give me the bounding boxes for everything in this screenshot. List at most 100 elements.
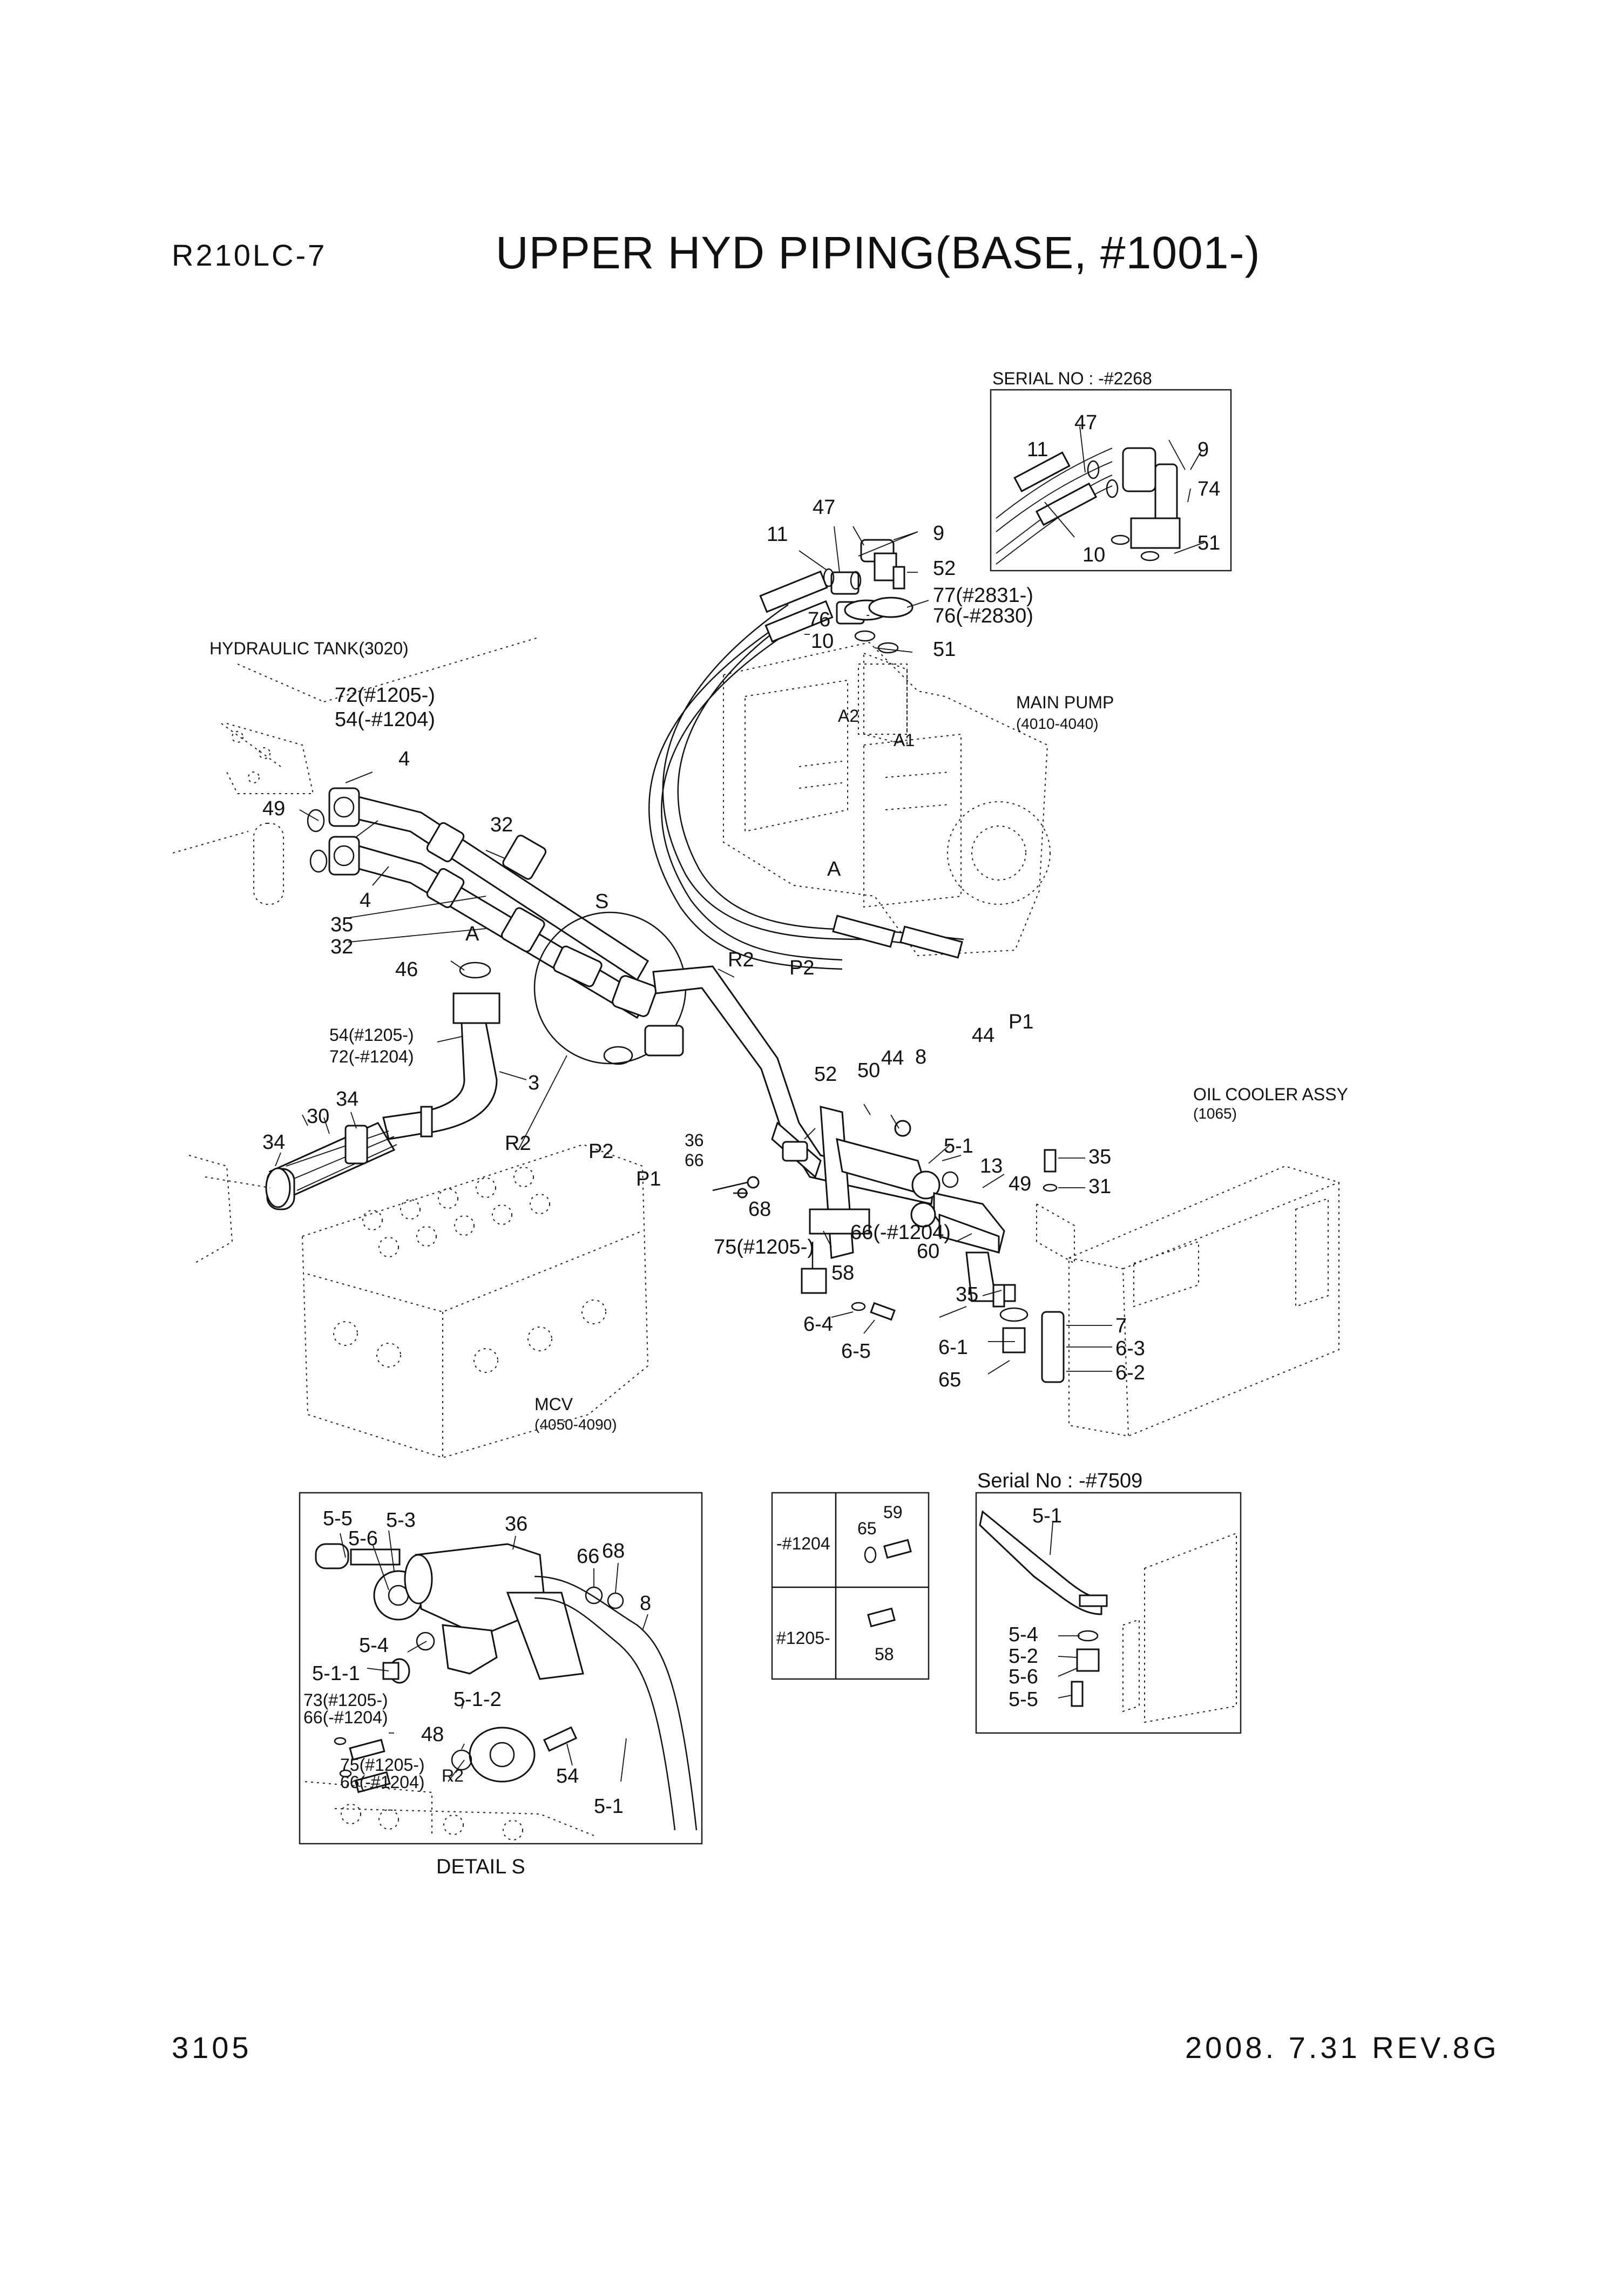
callout-detail-9: 5-1-2	[454, 1688, 502, 1711]
callout-detail-11: 66(-#1204)	[303, 1708, 388, 1727]
callout-main-18: 46	[395, 958, 418, 981]
revision-date: 2008. 7.31 REV.8G	[1185, 2030, 1500, 2064]
callout-main-52: 6-3	[1115, 1337, 1145, 1360]
callout-main-25: 34	[262, 1131, 285, 1154]
callout-detail-15: R2	[442, 1766, 464, 1785]
callout-main-42: 13	[980, 1155, 1003, 1177]
suction-elbow: 46 S 54(#1205-) 72(-#1204) 3 30 34 34	[262, 890, 608, 1210]
callout-main-5: 76(-#2830)	[933, 605, 1033, 627]
callout-main-36: 68	[748, 1198, 771, 1221]
oil-cooler-ref: (1065)	[1193, 1105, 1237, 1122]
callout-main-41: 5-1	[944, 1135, 973, 1157]
callout-main-20: 54(#1205-)	[329, 1025, 414, 1045]
callout-serial-top-3: 74	[1197, 478, 1220, 500]
callout-detail-7: 5-4	[359, 1634, 389, 1657]
callout-serial-top-2: 9	[1197, 438, 1209, 461]
callout-main-15: 35	[330, 913, 353, 936]
callout-main-34: 36	[685, 1131, 704, 1150]
callout-main-21: 72(-#1204)	[329, 1047, 414, 1066]
port-a2: A2	[838, 706, 859, 726]
callout-main-49: 6-1	[938, 1336, 968, 1359]
callout-main-27: P2	[789, 957, 814, 979]
callout-main-24: 34	[336, 1088, 358, 1111]
callout-main-7: 10	[811, 630, 834, 653]
pressure-hoses: 11 47 9 52 77(#2831-) 76(-#2830) 76 10 5…	[648, 496, 1033, 970]
bolt-table: -#1204 #1205- 65 59 58	[771, 1492, 930, 1680]
callout-main-38: 66(-#1204)	[850, 1221, 951, 1244]
callout-detail-12: 48	[421, 1723, 444, 1746]
callout-main-1: 47	[813, 496, 835, 519]
callout-main-46: 35	[956, 1283, 978, 1306]
callout-main-16: 32	[330, 936, 353, 958]
callout-main-30: 44	[972, 1024, 994, 1047]
callout-main-4: 77(#2831-)	[933, 584, 1033, 607]
callout-main-11: 4	[398, 748, 410, 770]
callout-detail-1: 5-3	[386, 1509, 416, 1532]
mcv: R2 P2 P1 MCV (4050-4090)	[188, 1132, 661, 1459]
callout-main-17: A	[465, 923, 479, 945]
callout-main-19: S	[595, 890, 608, 913]
callout-main-47: 6-4	[803, 1313, 833, 1336]
callout-main-51: 7	[1115, 1315, 1127, 1337]
page-title: UPPER HYD PIPING(BASE, #1001-)	[496, 227, 1261, 278]
serial-inset-top: SERIAL NO : -#2268 47 11 9 74 10 51	[990, 369, 1232, 572]
main-pump: MAIN PUMP (4010-4040) A2 A1 A	[723, 641, 1114, 957]
callout-serial-right-1: 5-4	[1009, 1623, 1038, 1646]
callout-serial-top-1: 11	[1027, 438, 1048, 461]
page-number: 3105	[172, 2030, 252, 2064]
callout-detail-6: 8	[640, 1592, 651, 1615]
callout-main-33: 44	[881, 1047, 904, 1069]
callout-main-12: 49	[262, 797, 285, 820]
callout-main-23: 30	[307, 1105, 329, 1128]
callout-main-37: 75(#1205-)	[714, 1236, 814, 1258]
table-row1-part-1: 59	[883, 1502, 903, 1522]
return-pipes: R2 P2 P1 8 44 52 50 44 36 66 68 75(#1205…	[652, 949, 1033, 1318]
callout-serial-right-4: 5-5	[1009, 1688, 1038, 1711]
callout-serial-right-3: 5-6	[1009, 1666, 1038, 1688]
hydraulic-tank-label: HYDRAULIC TANK(3020)	[209, 639, 409, 658]
callout-detail-13: 75(#1205-)	[340, 1755, 425, 1775]
port-p1: P1	[636, 1168, 661, 1190]
detail-s-inset: 5-5 5-3 5-6 36 66 68 8 5-4 5-1-1 5-1-2 7…	[299, 1492, 703, 1878]
callout-detail-0: 5-5	[323, 1507, 353, 1530]
hydraulic-tank: HYDRAULIC TANK(3020)	[172, 637, 540, 905]
callout-serial-top-0: 47	[1074, 411, 1097, 434]
callout-main-31: 52	[814, 1063, 837, 1086]
port-r2: R2	[505, 1132, 531, 1155]
detail-s-marker	[518, 911, 687, 1150]
callout-detail-4: 66	[577, 1545, 599, 1568]
callout-main-8: 51	[933, 638, 956, 661]
port-a1: A1	[894, 730, 915, 750]
callout-main-29: 8	[915, 1046, 926, 1068]
callout-main-26: R2	[728, 949, 754, 971]
callout-main-35: 66	[685, 1150, 704, 1170]
table-row2-part-0: 58	[875, 1644, 894, 1664]
callout-main-3: 52	[933, 557, 956, 580]
detail-s-caption: DETAIL S	[436, 1856, 525, 1878]
oil-cooler-label: OIL COOLER ASSY	[1193, 1085, 1348, 1104]
model-number: R210LC-7	[172, 238, 327, 272]
callout-main-2: 9	[933, 522, 944, 545]
callout-serial-right-0: 5-1	[1032, 1505, 1062, 1527]
callout-main-44: 35	[1088, 1146, 1111, 1168]
callout-main-39: 58	[831, 1262, 854, 1284]
callout-detail-5: 68	[602, 1540, 625, 1562]
callout-main-32: 50	[857, 1059, 880, 1082]
callout-detail-17: 5-1	[594, 1795, 624, 1818]
table-row1-label: -#1204	[776, 1534, 830, 1553]
callout-detail-10: 73(#1205-)	[303, 1690, 388, 1710]
callout-detail-3: 36	[505, 1513, 527, 1535]
callout-main-22: 3	[528, 1072, 539, 1094]
callout-main-6: 76	[808, 608, 830, 631]
callout-detail-14: 66(-#1204)	[340, 1772, 425, 1792]
callout-main-40: 60	[917, 1240, 939, 1263]
callout-main-53: 6-2	[1115, 1362, 1145, 1384]
callout-serial-right-2: 5-2	[1009, 1645, 1038, 1668]
callout-main-0: 11	[767, 523, 788, 546]
mcv-label: MCV	[534, 1395, 573, 1414]
callout-serial-top-4: 10	[1082, 544, 1105, 566]
callout-main-43: 49	[1009, 1173, 1031, 1195]
callout-main-45: 31	[1088, 1175, 1111, 1198]
callout-main-28: P1	[1009, 1011, 1033, 1033]
